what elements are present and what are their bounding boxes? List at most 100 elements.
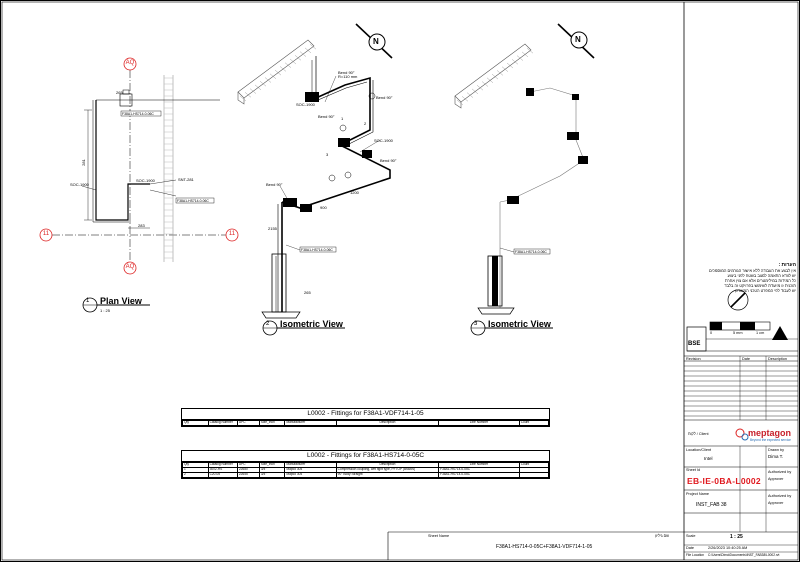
fittings-table-1-header: Qty Catalog Number UPC Size_Inch Manufac… [182, 420, 550, 426]
sheet-name-label: Sheet Name [428, 534, 450, 538]
note-line: תוכנית זו מיועדת לשימוש בפרויקט זה בלבד [724, 283, 796, 288]
scale-bar-label-0: 0 [710, 331, 713, 335]
company-logo-meptagon: meptagon [748, 428, 792, 438]
col-header: UPC [236, 420, 260, 426]
checked-value: Approver [768, 501, 784, 505]
note-line: יש לעבוד לפי המפרט הטכני המעודכן [734, 288, 796, 293]
cell: 3/4" [258, 472, 286, 478]
iso2-callout-1: F38A1-HS714-0-06C [515, 249, 547, 254]
scale-value: 1 : 25 [730, 534, 743, 540]
location-value: Intel [704, 456, 713, 461]
scale-label: Scale [686, 534, 696, 538]
general-notes: הערות : אין לבצע את העבודה ללא אישור הגו… [688, 262, 796, 293]
plan-view-number: 1 [86, 298, 90, 304]
location-label: Location/Client [686, 448, 712, 452]
sheet-id-label: Sheet Id [686, 468, 701, 472]
iso1-dim-5: 900 [320, 205, 327, 210]
iso1-view-title: Isometric View [280, 319, 343, 329]
iso1-dim-4: 1200 [350, 190, 359, 195]
file-value: C:\Users\Dima\Documents\INST_FAB38\L0002… [708, 553, 780, 557]
iso1-view-number: 2 [266, 321, 270, 327]
grid-bubble-aq-top [123, 57, 137, 71]
cell: 90° Body Straight [335, 472, 440, 478]
isometric-view-2 [454, 43, 588, 336]
plan-callout-3: SNT-281 [178, 177, 194, 182]
cell [518, 472, 550, 478]
north-arrow-2 [557, 23, 595, 59]
drawn-label: Drawn by [768, 448, 785, 452]
revision-header-3: Description [768, 356, 787, 361]
col-header: Manufacturer [284, 420, 337, 426]
sheet-name-heb: שם גיליון [655, 534, 669, 538]
plan-callout-4: F38A1-HS714-0-06C [122, 111, 154, 116]
sheet-number: EB-IE-0BA-L0002 [687, 476, 761, 486]
note-line: יש לוודא התאמה למצב בשטח לפני ביצוע [727, 273, 796, 278]
drawn-value: Dima T. [768, 454, 784, 459]
cell: 2 [182, 472, 209, 478]
date-value: 2/26/2023 10:40:25 AM [708, 546, 748, 550]
notes-title: הערות : [778, 262, 796, 268]
iso1-callout-4: SOC-1900 [296, 102, 315, 107]
north-mark-2: N [575, 35, 581, 44]
col-header: Line Number [438, 420, 520, 426]
iso1-callout-1: Bend 90° [338, 70, 355, 75]
plan-callout-1: SOC-1900 [70, 182, 89, 187]
checked-label: Authorized by [768, 494, 792, 498]
sheet-name-value: F38A1-HS714-0-05C+F38A1-VDF714-1-05 [496, 544, 593, 550]
table-row: 2 C20-05 22655 3/4" Mapco 304 90° Body S… [182, 472, 550, 478]
revision-header-2: Date [742, 356, 751, 361]
grid-bubble-11-left [39, 228, 53, 242]
iso1-dim-2: 2 [364, 121, 367, 126]
note-line: אין לבצע את העבודה ללא אישור הגורמים המו… [709, 268, 796, 273]
cell: F38A1-HS714-0-05C [438, 472, 520, 478]
title-block-lines [684, 289, 798, 553]
grid-label-11-left: 11 [42, 231, 50, 237]
note-line: כל המידות במילימטרים אלא אם צוין אחרת [724, 278, 796, 283]
grid-bubble-aq-bottom [123, 261, 137, 275]
firm-logo-bse: BSE [688, 341, 701, 347]
grid-label-aq-bottom: AQ [125, 264, 135, 270]
fittings-table-2-title: L0002 - Fittings for F38A1-HS714-0-05C [182, 451, 549, 462]
grid-label-11-right: 11 [228, 231, 236, 237]
fittings-table-1: L0002 - Fittings for F38A1-VDF714-1-05 Q… [181, 408, 550, 427]
file-label: File Location [686, 553, 705, 557]
cell: 22655 [236, 472, 260, 478]
iso1-dim-3: 3 [326, 152, 329, 157]
grid-bubble-11-right [225, 228, 239, 242]
iso1-callout-8: Bend 90° [266, 182, 283, 187]
north-mark-1: N [373, 37, 379, 46]
project-value: INST_FAB 38 [696, 502, 727, 508]
iso1-callout-9: F38A1-HS714-0-06C [301, 247, 333, 252]
approved-label: Authorized by [768, 470, 792, 474]
plan-dim-1: 281 [80, 159, 86, 166]
iso1-callout-7: SOC-1900 [374, 138, 393, 143]
date-label: Date [686, 546, 695, 550]
iso1-callout-6: Bend 90° [380, 158, 397, 163]
iso2-view-title: Isometric View [488, 319, 551, 329]
plan-callout-2: SOC-1900 [136, 178, 155, 183]
plan-dim-3: 265 [116, 90, 123, 95]
iso1-dim-1: 1 [341, 116, 344, 121]
north-arrow-1 [355, 23, 393, 59]
revision-header-1: Revision [686, 356, 701, 361]
cell: Mapco 304 [284, 472, 337, 478]
col-header: Catalog Number [207, 420, 238, 426]
plan-view-scale: 1 : 25 [100, 308, 111, 313]
fittings-table-1-title: L0002 - Fittings for F38A1-VDF714-1-05 [182, 409, 549, 420]
fittings-table-2: L0002 - Fittings for F38A1-HS714-0-05C Q… [181, 450, 550, 479]
approved-value: Approver [768, 477, 784, 481]
plan-callout-5: F38A1-HS714-0-06C [177, 198, 209, 203]
iso1-dim-7: 265 [304, 290, 311, 295]
iso1-callout-5: Bend 90° [318, 114, 335, 119]
scale-bar-label-1: 5 mm [733, 331, 743, 335]
plan-view-title: Plan View [100, 296, 142, 306]
company-tagline: Beyond the expected service [750, 438, 791, 442]
iso2-view-number: 3 [474, 321, 478, 327]
iso1-dim-6: 2155 [268, 226, 277, 231]
cell: C20-05 [207, 472, 238, 478]
col-header: Count [518, 420, 550, 426]
scale-bar-label-2: 1 cm [756, 331, 765, 335]
iso1-callout-3: Bend 90° [376, 95, 393, 100]
